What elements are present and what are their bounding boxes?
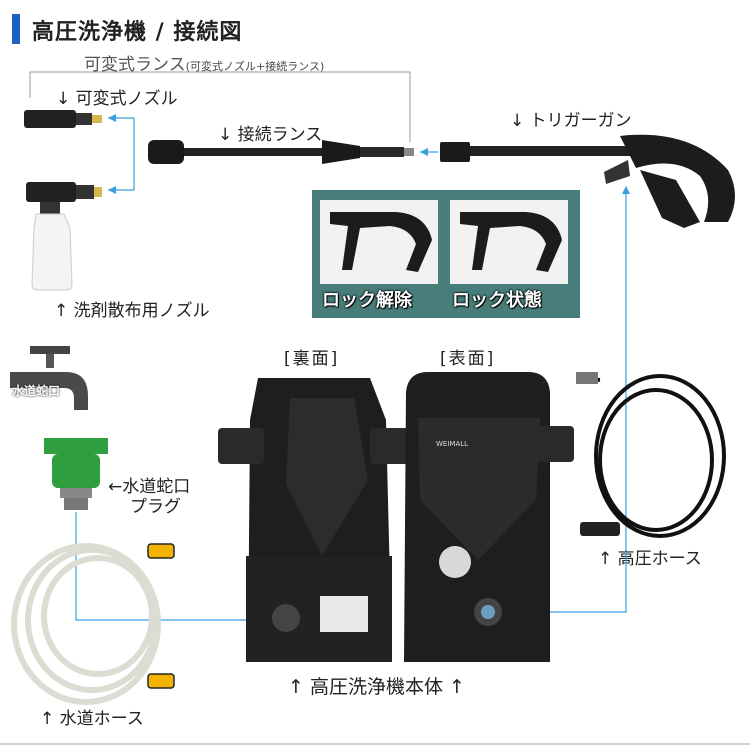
- connecting-lance-label: ↓ 接続ランス: [218, 125, 323, 145]
- faucet-label: 水道蛇口: [12, 384, 61, 398]
- faucet-icon: [10, 346, 88, 410]
- main-unit-back-icon: [218, 378, 410, 662]
- faucet-plug-label-line1: ←水道蛇口: [108, 477, 191, 497]
- high-pressure-hose-label: ↑ 高圧ホース: [598, 549, 702, 569]
- hose-fitting-bottom-icon: [580, 522, 620, 536]
- variable-nozzle-icon: [24, 110, 102, 128]
- faucet-plug-label-line2: プラグ: [130, 497, 181, 517]
- connecting-lance-icon: [148, 140, 414, 164]
- bottom-divider: [0, 743, 750, 745]
- hose-fitting-top-icon: [576, 372, 598, 384]
- lance-group-sublabel: (可変式ノズル+接続ランス): [185, 60, 325, 73]
- variable-nozzle-label: ↓ 可変式ノズル: [56, 89, 178, 109]
- front-view-label: [表面]: [440, 349, 496, 369]
- lance-group-bracket: [29, 71, 411, 142]
- lance-group-title: 可変式ランス: [84, 55, 186, 75]
- lock-unlocked-label: ロック解除: [322, 290, 412, 311]
- lock-unlocked-gun-icon: [330, 212, 432, 272]
- faucet-plug-icon: [44, 438, 108, 510]
- page-title: 高圧洗浄機 / 接続図: [32, 20, 243, 45]
- high-pressure-hose-icon: [579, 374, 726, 538]
- trigger-gun-icon: [440, 134, 735, 228]
- main-unit-front-icon: [404, 372, 574, 662]
- lock-locked-label: ロック状態: [452, 290, 542, 311]
- title-accent-bar: [12, 14, 20, 44]
- main-unit-label: ↑ 高圧洗浄機本体 ↑: [288, 676, 465, 698]
- water-hose-couplings: [147, 543, 175, 689]
- trigger-gun-label: ↓ トリガーガン: [510, 111, 632, 131]
- lock-locked-gun-icon: [460, 212, 562, 272]
- detergent-nozzle-icon: [26, 182, 102, 291]
- detergent-nozzle-label: ↑ 洗剤散布用ノズル: [54, 301, 210, 321]
- brand-logo: WEIMALL: [436, 440, 469, 448]
- water-hose-icon: [11, 543, 161, 705]
- water-hose-label: ↑ 水道ホース: [40, 709, 144, 729]
- lance-group-label: 可変式ランス(可変式ノズル+接続ランス): [84, 50, 324, 75]
- back-view-label: [裏面]: [284, 349, 340, 369]
